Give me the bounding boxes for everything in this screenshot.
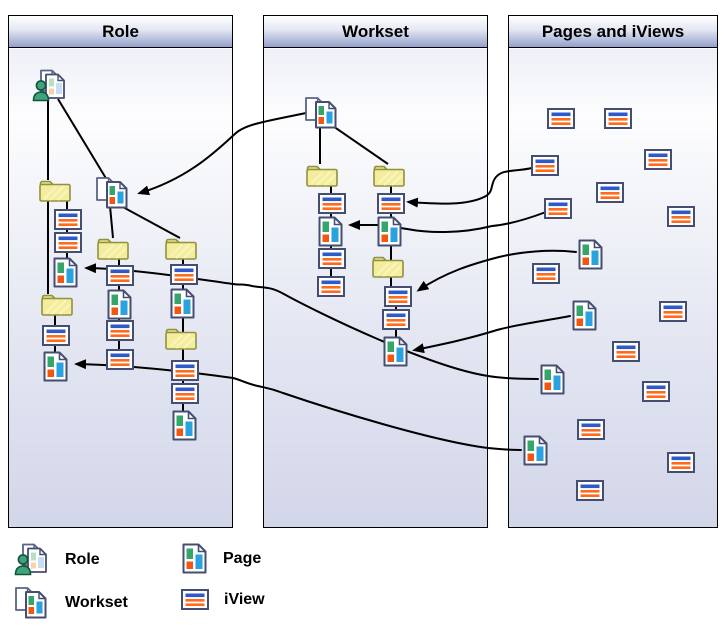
folder-icon bbox=[372, 162, 406, 188]
tree-edge bbox=[120, 205, 181, 239]
page-icon bbox=[181, 543, 208, 574]
iview-icon bbox=[596, 182, 624, 203]
legend-label: Page bbox=[223, 549, 262, 567]
workset-icon bbox=[304, 96, 340, 130]
iview-icon bbox=[604, 108, 632, 129]
iview-icon bbox=[532, 263, 560, 284]
panel-role-body bbox=[9, 49, 232, 527]
iview-icon bbox=[42, 325, 70, 346]
iview-icon bbox=[106, 320, 134, 341]
folder-icon bbox=[164, 235, 198, 261]
folder-icon bbox=[164, 325, 198, 351]
tree-edge bbox=[109, 205, 114, 239]
folder-icon bbox=[38, 177, 72, 203]
iview-icon bbox=[612, 341, 640, 362]
legend-item-role: Role bbox=[14, 543, 100, 577]
panel-workset-title: Workset bbox=[264, 16, 487, 48]
iview-icon bbox=[106, 349, 134, 370]
arrow-page-to-role-bottom-page bbox=[74, 359, 522, 451]
iview-icon bbox=[576, 480, 604, 501]
folder-icon bbox=[305, 162, 339, 188]
arrow-workset-to-role-workset bbox=[137, 112, 307, 196]
iview-icon bbox=[384, 286, 412, 307]
iview-icon bbox=[106, 265, 134, 286]
legend-label: iView bbox=[224, 590, 265, 608]
page-icon bbox=[571, 300, 598, 331]
panel-pages-title: Pages and iViews bbox=[509, 16, 717, 48]
iview-icon bbox=[171, 360, 199, 381]
folder-icon bbox=[371, 253, 405, 279]
iview-icon bbox=[54, 232, 82, 253]
iview-icon bbox=[642, 381, 670, 402]
tree-edge bbox=[329, 123, 389, 165]
iview-icon bbox=[181, 589, 209, 610]
iview-icon bbox=[667, 206, 695, 227]
iview-icon bbox=[544, 198, 572, 219]
arrow-iview-to-workset-iview bbox=[406, 167, 533, 208]
panel-role-title: Role bbox=[9, 16, 232, 48]
legend-item-page: Page bbox=[181, 543, 261, 574]
iview-icon bbox=[171, 383, 199, 404]
panel-role: Role bbox=[8, 15, 233, 528]
page-icon bbox=[171, 410, 198, 441]
iview-icon bbox=[577, 419, 605, 440]
tree-edge bbox=[57, 98, 108, 181]
legend-item-iview: iView bbox=[181, 589, 265, 610]
arrow-page-to-workset-folder-iview bbox=[416, 249, 577, 292]
folder-icon bbox=[96, 235, 130, 261]
iview-icon bbox=[54, 209, 82, 230]
iview-icon bbox=[531, 155, 559, 176]
panel-workset-body bbox=[264, 49, 487, 527]
iview-icon bbox=[318, 248, 346, 269]
iview-icon bbox=[644, 149, 672, 170]
page-icon bbox=[317, 216, 344, 247]
page-icon bbox=[42, 351, 69, 382]
iview-icon bbox=[382, 309, 410, 330]
arrow-page-to-workset-bottom-page bbox=[412, 315, 571, 354]
legend-label: Workset bbox=[65, 594, 128, 611]
iview-icon bbox=[659, 301, 687, 322]
legend-item-workset: Workset bbox=[14, 586, 128, 620]
workset-icon bbox=[14, 586, 50, 620]
iview-icon bbox=[547, 108, 575, 129]
page-icon bbox=[522, 435, 549, 466]
panel-workset: Workset bbox=[263, 15, 488, 528]
iview-icon bbox=[377, 193, 405, 214]
page-icon bbox=[376, 216, 403, 247]
page-icon bbox=[539, 364, 566, 395]
page-icon bbox=[52, 257, 79, 288]
iview-icon bbox=[317, 276, 345, 297]
iview-icon bbox=[170, 264, 198, 285]
page-icon bbox=[382, 336, 409, 367]
workset-icon bbox=[95, 176, 131, 210]
role-icon bbox=[14, 543, 50, 577]
iview-icon bbox=[667, 452, 695, 473]
folder-icon bbox=[40, 291, 74, 317]
page-icon bbox=[106, 289, 133, 320]
arrow-page-to-role-left-page bbox=[84, 263, 539, 380]
role-icon bbox=[32, 69, 68, 103]
iview-icon bbox=[318, 193, 346, 214]
page-icon bbox=[169, 288, 196, 319]
page-icon bbox=[577, 239, 604, 270]
legend-label: Role bbox=[65, 551, 100, 568]
